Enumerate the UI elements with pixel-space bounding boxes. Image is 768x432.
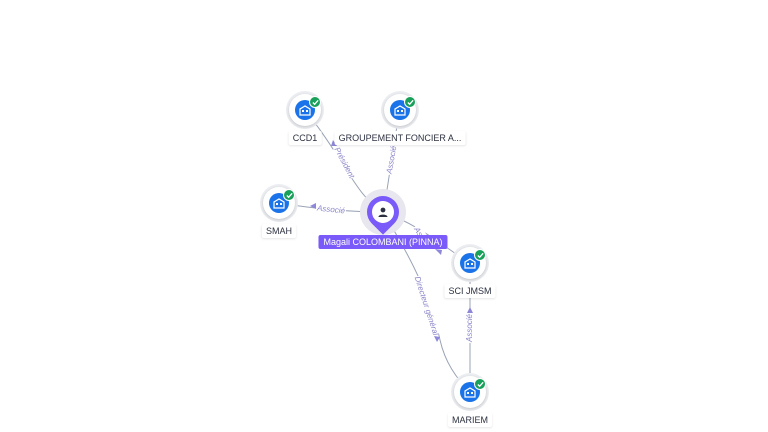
arrow-associe-mariem-scijmsm (467, 307, 473, 313)
edge-label-president: Président (332, 145, 358, 181)
company-label: SMAH (261, 224, 297, 238)
svg-text:Associé: Associé (465, 313, 474, 343)
svg-text:Président: Président (333, 146, 357, 181)
verified-check-icon (283, 189, 295, 201)
svg-text:Directeur général: Directeur général (413, 275, 441, 336)
svg-text:Associé: Associé (384, 145, 398, 176)
edge-label-associe-mariem-scijmsm: Associé (464, 313, 474, 343)
edge-label-associe-smah: Associé (316, 202, 347, 216)
company-label: GROUPEMENT FONCIER A... (334, 131, 466, 145)
verified-check-icon (404, 96, 416, 108)
person-label: Magali COLOMBANI (PINNA) (318, 235, 448, 249)
company-label: MARIEM (448, 413, 492, 427)
verified-check-icon (474, 378, 486, 390)
arrow-as-scijmsm (435, 249, 442, 255)
svg-text:As: As (412, 225, 425, 238)
person-icon (372, 201, 394, 223)
company-label: SCI JMSM (444, 284, 496, 298)
verified-check-icon (309, 96, 321, 108)
svg-text:Associé: Associé (316, 203, 346, 215)
verified-check-icon (474, 249, 486, 261)
company-label: CCD1 (288, 131, 322, 145)
edge-label-directeur-general: Directeur général (412, 274, 442, 337)
edge-label-associe-groupement: Associé (383, 144, 399, 176)
arrow-associe-smah (310, 203, 316, 209)
arrow-directeur-general (434, 336, 440, 342)
